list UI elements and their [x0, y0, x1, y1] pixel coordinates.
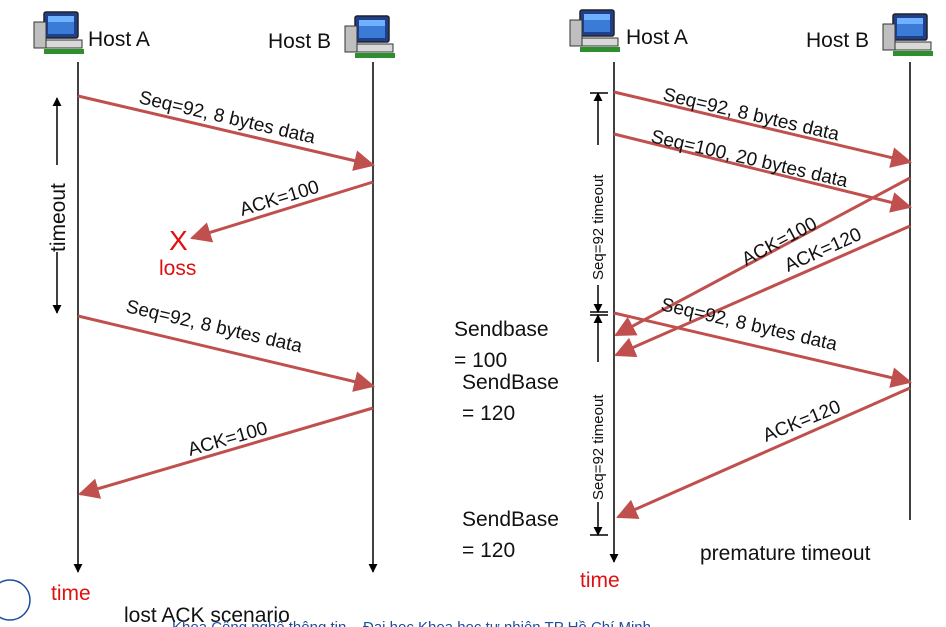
- left-diagram: Host A Host B timeout Seq=92, 8 bytes da…: [33, 11, 396, 627]
- left-caption: lost ACK scenario: [124, 604, 290, 627]
- university-logo-icon: [0, 579, 31, 621]
- timeout-label: timeout: [47, 183, 70, 252]
- host-b-computer-icon: [344, 15, 396, 59]
- right-segment-arrow-3: [613, 311, 913, 388]
- right-diagram: Host A Host B Seq=92 timeout Seq=92 time…: [454, 9, 934, 592]
- ack-arrow-1: [189, 180, 374, 243]
- sendbase-3-line1: SendBase: [462, 508, 559, 531]
- host-a-computer-icon: [33, 11, 85, 55]
- ack-arrow-2: [77, 406, 374, 499]
- right-ack-arrow-1: [614, 176, 911, 337]
- sendbase-3-line2: = 120: [462, 539, 515, 562]
- sendbase-1-line2: = 100: [454, 349, 507, 372]
- right-ack-arrow-3: [616, 386, 911, 519]
- host-a-computer-icon-right: [569, 9, 621, 53]
- right-timeout-1-label: Seq=92 timeout: [590, 174, 607, 280]
- footer: Khoa Công nghệ thông tin – Đại học Khoa …: [0, 579, 651, 627]
- loss-label: loss: [159, 257, 196, 280]
- segment-arrow-2: [77, 314, 376, 392]
- segment-arrow-1: [77, 94, 376, 171]
- left-host-a-label: Host A: [88, 28, 150, 51]
- left-host-b-label: Host B: [268, 30, 331, 53]
- right-host-b-label: Host B: [806, 29, 869, 52]
- right-ack-arrow-2: [614, 224, 911, 358]
- right-host-a-label: Host A: [626, 26, 688, 49]
- sendbase-1-line1: Sendbase: [454, 318, 549, 341]
- ack-label-2: ACK=100: [186, 418, 270, 461]
- right-caption: premature timeout: [700, 542, 871, 565]
- host-b-computer-icon-right: [882, 13, 934, 57]
- timeout-1-bg: [586, 145, 610, 285]
- segment-label-1: Seq=92, 8 bytes data: [137, 87, 318, 148]
- ack-label-1: ACK=100: [237, 177, 321, 221]
- loss-x-mark: X: [169, 225, 188, 256]
- right-timeout-2-label: Seq=92 timeout: [590, 394, 607, 500]
- footer-text: Khoa Công nghệ thông tin – Đại học Khoa …: [172, 619, 651, 627]
- timeout-2-bg: [586, 362, 610, 502]
- right-segment-arrow-2: [613, 132, 913, 213]
- right-time-label: time: [580, 569, 620, 592]
- sendbase-2-line1: SendBase: [462, 371, 559, 394]
- sendbase-2-line2: = 120: [462, 402, 515, 425]
- left-time-label: time: [51, 582, 91, 605]
- right-segment-arrow-1: [613, 90, 913, 168]
